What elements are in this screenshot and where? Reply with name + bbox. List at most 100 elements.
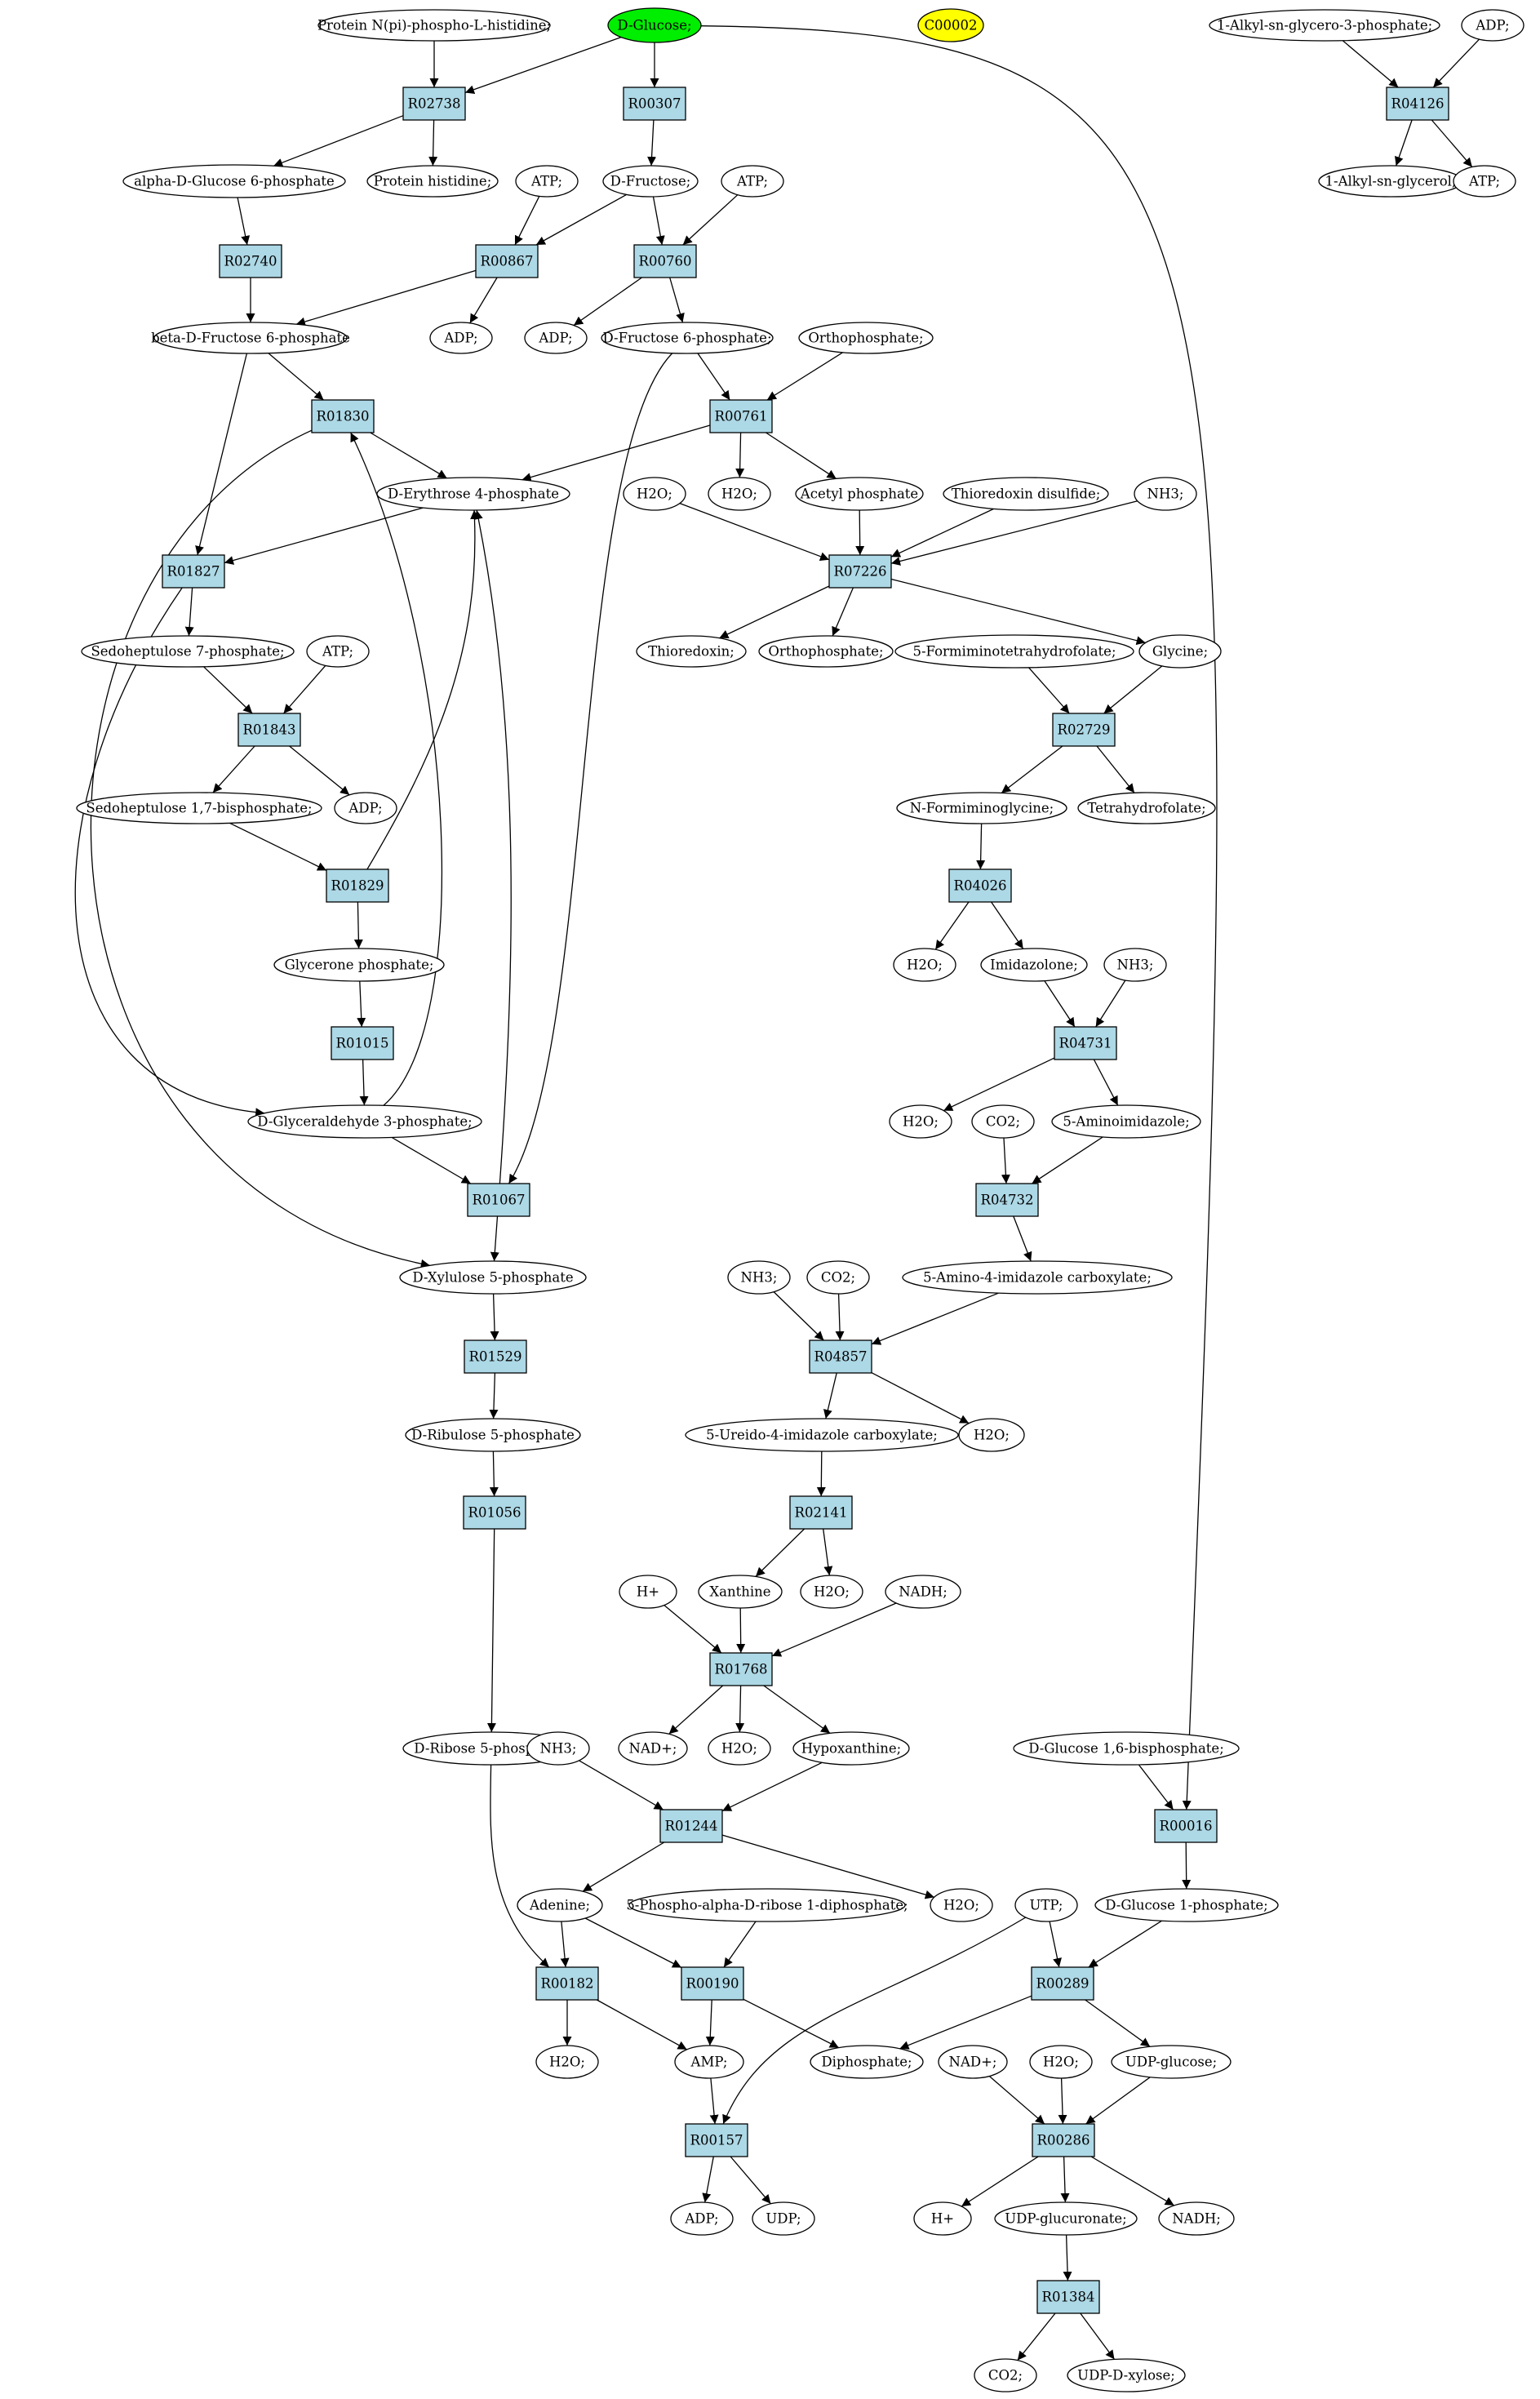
- compound-node[interactable]: ADP;: [670, 2201, 734, 2236]
- reaction-node-R02729[interactable]: R02729: [1052, 713, 1116, 747]
- compound-node[interactable]: H2O;: [708, 477, 771, 511]
- compound-node[interactable]: Hypoxanthine;: [792, 1731, 910, 1766]
- compound-node[interactable]: NAD+;: [618, 1731, 688, 1766]
- compound-node[interactable]: Protein N(pi)-phospho-L-histidine;: [317, 9, 551, 42]
- reaction-node-R07226[interactable]: R07226: [828, 554, 892, 589]
- compound-node[interactable]: CO2;: [974, 2358, 1037, 2392]
- compound-node[interactable]: Xanthine: [698, 1575, 783, 1609]
- compound-node[interactable]: 1-Alkyl-sn-glycero-3-phosphate;: [1209, 9, 1440, 42]
- reaction-node-R01384[interactable]: R01384: [1036, 2280, 1100, 2314]
- compound-node[interactable]: CO2;: [971, 1104, 1035, 1139]
- compound-node[interactable]: UDP-D-xylose;: [1067, 2358, 1186, 2392]
- compound-node[interactable]: Protein histidine;: [366, 165, 499, 198]
- reaction-node-R01244[interactable]: R01244: [659, 1809, 723, 1843]
- reaction-node-R01830[interactable]: R01830: [311, 399, 375, 433]
- compound-node[interactable]: ADP;: [429, 322, 493, 354]
- compound-node[interactable]: ADP;: [524, 322, 588, 354]
- compound-node[interactable]: D-Glucose 1-phosphate;: [1094, 1888, 1279, 1922]
- compound-node[interactable]: D-Erythrose 4-phosphate: [376, 477, 570, 511]
- reaction-node-R00157[interactable]: R00157: [685, 2123, 748, 2157]
- reaction-node-R00761[interactable]: R00761: [709, 399, 773, 433]
- reaction-node-R02740[interactable]: R02740: [219, 244, 282, 278]
- compound-node[interactable]: NH3;: [1134, 477, 1197, 511]
- reaction-node-R00286[interactable]: R00286: [1032, 2123, 1095, 2157]
- reaction-node-R01056[interactable]: R01056: [463, 1495, 526, 1530]
- reaction-node-R04126[interactable]: R04126: [1386, 87, 1449, 121]
- compound-node[interactable]: Glycine;: [1138, 634, 1222, 669]
- compound-node[interactable]: Sedoheptulose 7-phosphate;: [81, 635, 295, 668]
- compound-node[interactable]: beta-D-Fructose 6-phosphate: [151, 322, 350, 354]
- compound-node[interactable]: ADP;: [334, 792, 397, 824]
- reaction-node-R00289[interactable]: R00289: [1031, 1966, 1094, 2001]
- reaction-node-R04732[interactable]: R04732: [975, 1183, 1039, 1217]
- compound-node[interactable]: ATP;: [1453, 165, 1516, 198]
- compound-node[interactable]: D-Glucose 1,6-bisphosphate;: [1013, 1731, 1240, 1766]
- compound-node[interactable]: H+: [619, 1575, 677, 1609]
- compound-node[interactable]: UTP;: [1014, 1888, 1078, 1922]
- compound-node[interactable]: H2O;: [893, 948, 956, 982]
- compound-node[interactable]: H2O;: [535, 2045, 599, 2079]
- reaction-node-R01829[interactable]: R01829: [326, 869, 389, 903]
- compound-node[interactable]: Imidazolone;: [980, 948, 1088, 982]
- compound-node[interactable]: Orthophosphate;: [758, 635, 894, 668]
- compound-node[interactable]: Tetrahydrofolate;: [1077, 792, 1216, 824]
- compound-node[interactable]: CO2;: [806, 1260, 870, 1295]
- reaction-node-R00190[interactable]: R00190: [681, 1966, 744, 2001]
- compound-node[interactable]: 5-Amino-4-imidazole carboxylate;: [902, 1260, 1173, 1295]
- reaction-node-R04026[interactable]: R04026: [948, 869, 1012, 903]
- compound-node[interactable]: H2O;: [708, 1731, 771, 1766]
- compound-node[interactable]: NADH;: [885, 1575, 961, 1609]
- reaction-node-R01529[interactable]: R01529: [464, 1339, 527, 1374]
- compound-node[interactable]: ATP;: [515, 165, 579, 198]
- compound-node[interactable]: ATP;: [306, 635, 370, 668]
- compound-node[interactable]: H2O;: [889, 1104, 952, 1139]
- compound-node[interactable]: 5-Formiminotetrahydrofolate;: [894, 634, 1134, 669]
- compound-node[interactable]: D-Fructose 6-phosphate;: [601, 322, 774, 354]
- compound-node[interactable]: Thioredoxin disulfide;: [943, 477, 1109, 511]
- compound-node[interactable]: H2O;: [1029, 2045, 1093, 2079]
- reaction-node-R01015[interactable]: R01015: [331, 1026, 394, 1060]
- reaction-node-R01768[interactable]: R01768: [709, 1652, 773, 1686]
- compound-node[interactable]: NH3;: [1103, 948, 1167, 982]
- compound-node[interactable]: 5-Ureido-4-imidazole carboxylate;: [685, 1418, 959, 1452]
- reaction-node-R01843[interactable]: R01843: [237, 713, 301, 747]
- reaction-node-R00760[interactable]: R00760: [633, 244, 697, 278]
- compound-node[interactable]: H2O;: [623, 477, 686, 511]
- compound-node[interactable]: H2O;: [930, 1888, 993, 1922]
- compound-node[interactable]: 1-Alkyl-sn-glycerol;: [1318, 165, 1463, 198]
- compound-node[interactable]: D-Ribulose 5-phosphate: [405, 1418, 581, 1452]
- compound-node[interactable]: NADH;: [1158, 2201, 1235, 2236]
- compound-node[interactable]: C00002: [917, 8, 984, 42]
- reaction-node-R01827[interactable]: R01827: [162, 554, 225, 589]
- compound-node[interactable]: UDP-glucose;: [1111, 2045, 1232, 2079]
- compound-node[interactable]: D-Glucose;: [607, 7, 702, 43]
- compound-node[interactable]: ATP;: [721, 165, 784, 198]
- compound-node[interactable]: NAD+;: [938, 2045, 1008, 2079]
- compound-node[interactable]: ADP;: [1461, 9, 1524, 42]
- compound-node[interactable]: Orthophosphate;: [798, 322, 934, 354]
- compound-node[interactable]: H+: [913, 2201, 972, 2236]
- compound-node[interactable]: H2O;: [958, 1418, 1025, 1452]
- reaction-node-R04731[interactable]: R04731: [1054, 1026, 1117, 1060]
- compound-node[interactable]: D-Xylulose 5-phosphate: [399, 1260, 587, 1295]
- compound-node[interactable]: NH3;: [727, 1260, 791, 1295]
- compound-node[interactable]: AMP;: [674, 2045, 744, 2079]
- compound-node[interactable]: alpha-D-Glucose 6-phosphate: [122, 164, 346, 198]
- compound-node[interactable]: 5-Aminoimidazole;: [1051, 1104, 1201, 1139]
- reaction-node-R00182[interactable]: R00182: [535, 1966, 599, 2001]
- compound-node[interactable]: Sedoheptulose 1,7-bisphosphate;: [76, 792, 322, 824]
- compound-node[interactable]: Acetyl phosphate: [795, 477, 924, 511]
- compound-node[interactable]: NH3;: [526, 1731, 590, 1766]
- compound-node[interactable]: Adenine;: [517, 1888, 603, 1922]
- compound-node[interactable]: H2O;: [800, 1575, 863, 1609]
- compound-node[interactable]: Diphosphate;: [810, 2045, 924, 2079]
- compound-node[interactable]: N-Formiminoglycine;: [896, 792, 1067, 824]
- reaction-node-R00867[interactable]: R00867: [475, 244, 539, 278]
- reaction-node-R01067[interactable]: R01067: [467, 1183, 530, 1217]
- compound-node[interactable]: UDP;: [752, 2201, 815, 2236]
- compound-node[interactable]: D-Glyceraldehyde 3-phosphate;: [247, 1104, 482, 1139]
- reaction-node-R04857[interactable]: R04857: [809, 1339, 872, 1374]
- compound-node[interactable]: UDP-glucuronate;: [994, 2201, 1138, 2236]
- compound-node[interactable]: D-Fructose;: [602, 165, 699, 198]
- reaction-node-R02738[interactable]: R02738: [402, 87, 466, 121]
